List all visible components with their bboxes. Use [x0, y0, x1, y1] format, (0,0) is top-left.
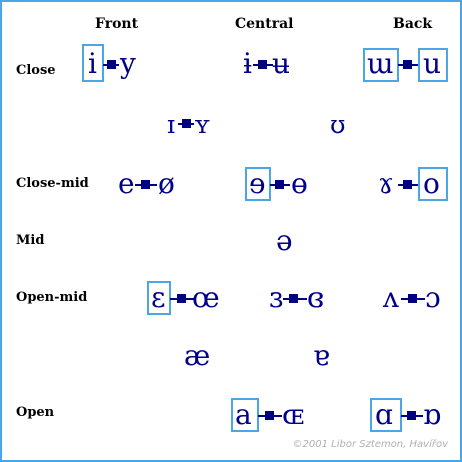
column-header-front: Front [95, 16, 139, 32]
vowel-y: y [120, 47, 136, 80]
vowel-unrounded-u: ɯ [367, 47, 394, 80]
pair-dot [408, 294, 417, 303]
vowel-closed-rev-epsilon: ɞ [307, 281, 325, 314]
vowel-rev-e: ɘ [249, 167, 266, 200]
pair-dot [403, 60, 412, 69]
vowel-small-cap-y: ʏ [194, 110, 211, 139]
vowel-barred-o: ɵ [291, 167, 308, 200]
column-header-back: Back [393, 16, 433, 32]
vowel-oe: œ [192, 281, 220, 314]
pair-dot [141, 180, 150, 189]
vowel-upsilon: ʊ [330, 110, 346, 139]
vowel-rev-epsilon: ɜ [269, 281, 284, 314]
vowel-barred-i: ɨ [243, 47, 252, 80]
vowel-epsilon: ɛ [151, 281, 166, 314]
vowel-barred-u: ʉ [272, 47, 291, 80]
column-header-central: Central [235, 16, 294, 32]
vowel-u: u [423, 47, 442, 80]
vowel-ram-horn: ɤ [378, 167, 394, 200]
vowel-turned-v: ʌ [383, 281, 399, 314]
vowel-turned-a: ɐ [313, 339, 330, 372]
vowel-o: o [423, 167, 440, 200]
pair-dot [182, 119, 191, 128]
vowel-a: a [235, 398, 252, 431]
pair-dot [407, 411, 416, 420]
row-header-close: Close [16, 63, 56, 78]
vowel-small-cap-oe: ɶ [282, 398, 305, 431]
vowel-schwa: ə [276, 224, 293, 257]
vowel-o-slash: ø [158, 167, 175, 200]
pair-dot [403, 180, 412, 189]
vowel-e: e [118, 167, 135, 200]
pair-dot [275, 180, 284, 189]
vowel-small-cap-i: ɪ [167, 110, 175, 139]
pair-dot [265, 411, 274, 420]
row-header-open: Open [16, 405, 55, 420]
pair-dot [107, 60, 116, 69]
pair-dot [258, 60, 267, 69]
vowel-i: i [88, 47, 97, 80]
copyright-credit: ©2001 Libor Sztemon, Havířov [292, 439, 448, 450]
pair-dot [289, 294, 298, 303]
vowel-open-o: ɔ [425, 281, 441, 314]
vowel-turned-script-a: ɒ [423, 398, 441, 431]
pair-dot [177, 294, 186, 303]
row-header-close-mid: Close-mid [16, 176, 89, 191]
vowel-script-a: ɑ [375, 398, 393, 431]
highlight-box [82, 44, 104, 82]
highlight-box [418, 48, 448, 82]
row-header-open-mid: Open-mid [16, 290, 88, 305]
vowel-ash: æ [184, 339, 211, 372]
highlight-box [418, 167, 448, 201]
row-header-mid: Mid [16, 233, 45, 248]
